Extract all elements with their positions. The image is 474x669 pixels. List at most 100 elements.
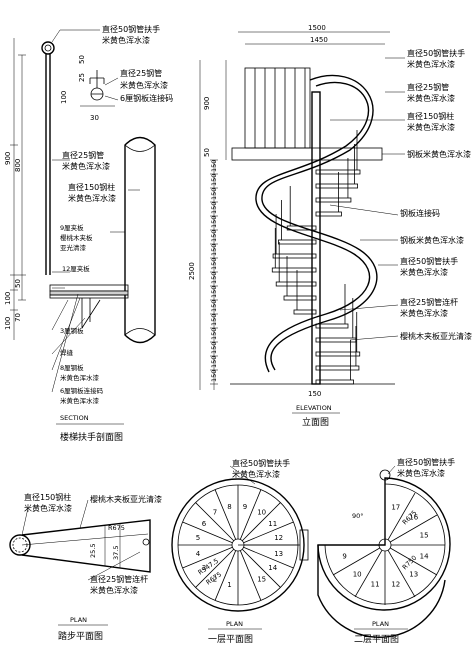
elev-tread (286, 225, 317, 231)
elev-tread (315, 365, 360, 371)
elev-step-height: 150 (210, 272, 218, 284)
elev-step-height: 150 (210, 244, 218, 256)
elev-callout-handrail: 直径50钢管扶手 (407, 48, 465, 58)
section-dim-25-small: 25 (78, 73, 86, 82)
elev-step-height: 150 (210, 356, 218, 368)
plan1-step-number: 4 (196, 550, 201, 558)
section-callout-12ply: 12厘夹板 (62, 264, 90, 273)
elev-tread (271, 267, 317, 273)
section-callout-25pipe-b: 直径25钢管 (62, 150, 104, 160)
plan2-handrail-end (379, 469, 391, 481)
plan2-callout-handrail-paint: 米黄色浑水漆 (397, 468, 445, 478)
plan1-dim-r675: R675 (205, 570, 223, 586)
tread-dim-25.5: 25.5 (89, 544, 97, 558)
steel-column (124, 136, 156, 344)
plan1-outer-circle (171, 478, 305, 612)
section-callout-25pipe: 直径25钢管 (120, 68, 162, 78)
section-callout-6connector: 6厘钢板连接码 (60, 386, 104, 395)
plan2-title: 二层平面图 (354, 634, 399, 645)
handrail-section-inner (44, 44, 52, 52)
section-callout-3plate: 3厘钢板 (60, 326, 84, 335)
tread-plan-drawing: R675 25.5 37.5 直径150钢柱 米黄色浑水漆 樱桃木夹板亚光清漆 … (9, 492, 162, 642)
handrail-section-circle (41, 41, 55, 55)
elev-callout-plate-paint: 钢板米黄色浑水漆 (407, 149, 471, 159)
section-dim-800: 800 (14, 159, 22, 172)
elev-tread (278, 239, 317, 245)
tread-dim-37.5: 37.5 (112, 546, 120, 560)
tread-plan-title: 踏步平面图 (58, 630, 103, 642)
section-label-en: SECTION (60, 414, 89, 422)
elev-callout-25pipe: 直径25钢管 (407, 82, 449, 92)
section-callout-25pipe-paint: 米黄色浑水漆 (120, 80, 168, 90)
plan1-label-en: PLAN (226, 620, 243, 628)
elev-callout-handrail-paint: 米黄色浑水漆 (407, 59, 455, 69)
section-dim-100b: 100 (4, 317, 12, 330)
section-drawing: 900 800 50 100 70 100 30 50 25 100 (4, 24, 173, 443)
section-dim-70: 70 (14, 313, 22, 322)
elev-dim-2500: 2500 (188, 262, 196, 280)
plan2-dim-90: 90° (352, 512, 364, 520)
section-callout-matte: 亚光清漆 (60, 243, 87, 252)
plan1-step-number: 14 (268, 564, 277, 572)
elev-step-height: 150 (210, 328, 218, 340)
plan1-step-number: 6 (202, 520, 207, 528)
plan2-step-number: 16 (409, 514, 418, 522)
elev-callout-handrail-2-paint: 米黄色浑水漆 (400, 267, 448, 277)
section-callout-handrail: 直径50钢管扶手米黄色浑水漆 (102, 24, 160, 45)
plan1-step-number: 15 (257, 575, 266, 583)
elev-step-height: 150 (210, 160, 218, 172)
tread-wedge (21, 519, 151, 573)
plan2-step-number: 10 (353, 570, 362, 578)
plan2-step-number: 15 (420, 532, 429, 540)
plan1-step-number: 7 (213, 509, 217, 517)
plan1-step-number: 8 (227, 503, 231, 511)
tread-plan-label-en: PLAN (70, 616, 87, 624)
elev-step-height: 150 (210, 342, 218, 354)
elev-step-height: 150 (210, 230, 218, 242)
plan2-step-number: 11 (371, 581, 380, 589)
plan1-step-number: 2 (213, 575, 217, 583)
tread-bracket (81, 298, 101, 329)
elev-step-height: 150 (210, 174, 218, 186)
section-dim-900: 900 (4, 152, 12, 165)
elev-step-height: 150 (210, 188, 218, 200)
plan1-step-number: 5 (196, 534, 200, 542)
elev-tread (315, 183, 359, 189)
elev-step-height: 150 (210, 300, 218, 312)
tread-callout-cherry: 樱桃木夹板亚光清漆 (90, 494, 162, 504)
section-dim-30-small: 100 (60, 91, 68, 104)
elev-tread (315, 323, 349, 329)
elev-callout-connector: 钢板连接码 (400, 208, 440, 218)
elev-step-height: 150 (210, 286, 218, 298)
plan2-step-number: 17 (391, 503, 400, 511)
plan1-callout-handrail-paint: 米黄色浑水漆 (232, 469, 280, 479)
plan2-step-number: 9 (342, 552, 346, 560)
elev-callout-cherry: 樱桃木夹板亚光清漆 (400, 331, 472, 341)
elev-tread (272, 253, 317, 259)
upper-balustrade (244, 67, 311, 149)
section-dim-100a: 100 (4, 292, 12, 305)
plan2-step-number: 12 (391, 581, 400, 589)
elev-step-height: 150 (210, 216, 218, 228)
elev-step-height: 150 (210, 202, 218, 214)
plan2-label-en: PLAN (372, 620, 389, 628)
elev-step-height: 150 (210, 370, 218, 382)
elev-callout-column: 直径150钢柱 (407, 111, 454, 121)
section-callout-weld: 焊缝 (60, 348, 74, 357)
plan1-landing (299, 529, 309, 561)
elev-tread (283, 295, 317, 301)
section-dim-50-small: 50 (78, 55, 86, 64)
elev-tread (275, 281, 317, 287)
section-callout-8plate: 8厘钢板 (60, 363, 84, 372)
section-dim-100-small: 30 (90, 114, 99, 122)
plan2-step-number: 14 (420, 552, 429, 560)
elevation-label-en: ELEVATION (296, 404, 332, 412)
plan1-step-number: 3 (202, 564, 206, 572)
elev-step-height: 150 (210, 314, 218, 326)
elev-tread (315, 379, 354, 385)
elev-callout-25pipe-paint: 米黄色浑水漆 (407, 93, 455, 103)
